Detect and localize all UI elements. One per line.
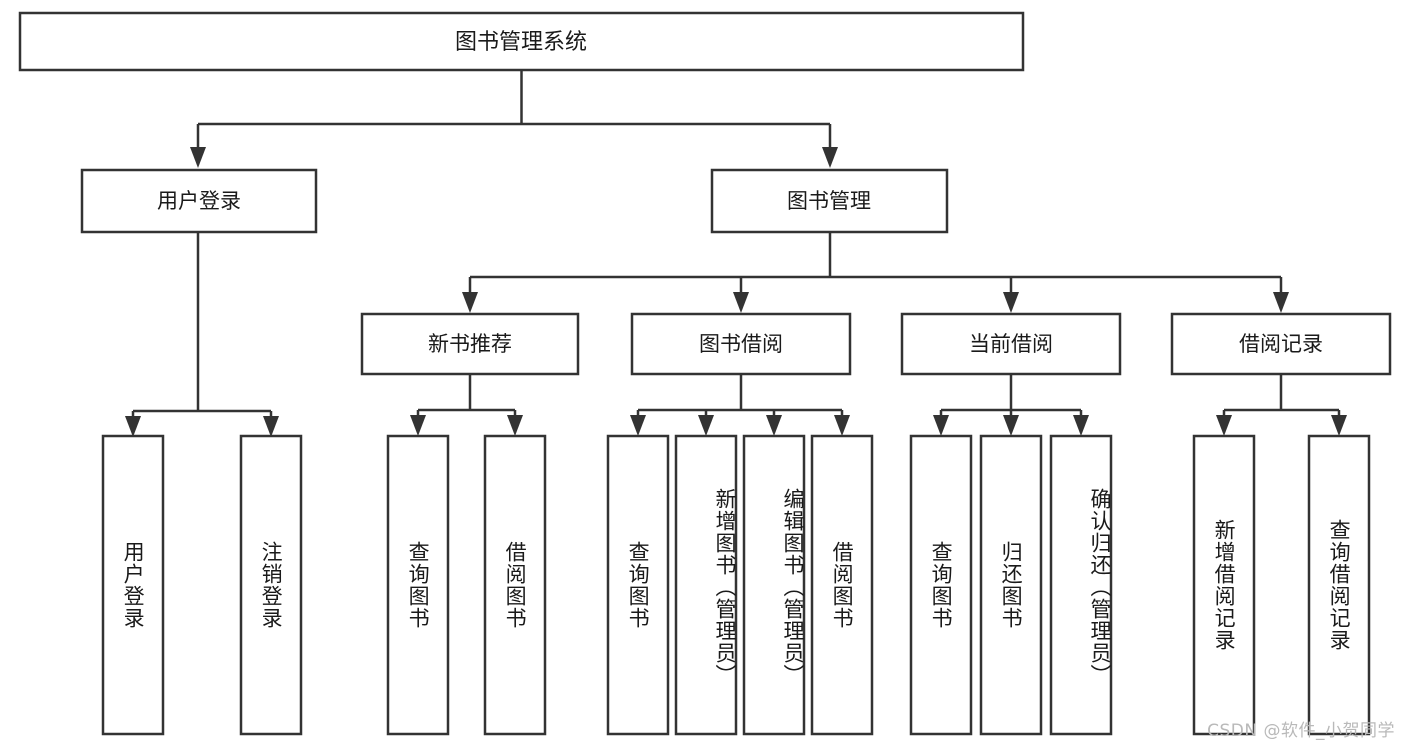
leaf-query-record-box[interactable] (1307, 434, 1371, 736)
leaf-borrow-book-2-box[interactable] (810, 434, 874, 736)
leaf-confirm-return-box[interactable] (1049, 434, 1113, 736)
node-borrow-record-label: 借阅记录 (1239, 332, 1323, 356)
arrowhead-leaf-logout (263, 416, 279, 437)
arrowhead-book-manage (822, 147, 838, 168)
node-book-manage-label: 图书管理 (787, 189, 871, 213)
node-current-borrow[interactable]: 当前借阅 (900, 312, 1122, 376)
node-book-borrow[interactable]: 图书借阅 (630, 312, 852, 376)
leaf-return-book-box[interactable] (979, 434, 1043, 736)
leaf-logout-box[interactable] (239, 434, 303, 736)
node-book-manage[interactable]: 图书管理 (710, 168, 949, 234)
node-book-borrow-box[interactable] (630, 312, 852, 376)
leaf-query-book-3-box[interactable] (909, 434, 973, 736)
arrowhead-user-login (190, 147, 206, 168)
node-new-book-recommend[interactable]: 新书推荐 (360, 312, 580, 376)
connector-group-user-login-children (125, 232, 279, 437)
node-current-borrow-box[interactable] (900, 312, 1122, 376)
csdn-watermark: CSDN @软件_小贺同学 (1207, 721, 1395, 741)
node-user-login-label: 用户登录 (157, 189, 241, 213)
node-book-manage-box[interactable] (710, 168, 949, 234)
connector-group-book-borrow-children (630, 374, 850, 436)
arrowhead-leaf-user-login (125, 416, 141, 437)
node-current-borrow-label: 当前借阅 (969, 332, 1053, 356)
leaf-query-book-2-box[interactable] (606, 434, 670, 736)
arrowhead-borrow-record (1273, 292, 1289, 313)
node-borrow-record-box[interactable] (1170, 312, 1392, 376)
arrowhead-leaf-borrow-book-2 (834, 415, 850, 436)
leaf-borrow-book-1-box[interactable] (483, 434, 547, 736)
connector-group-borrow-record-children (1216, 374, 1347, 436)
node-book-borrow-label: 图书借阅 (699, 332, 783, 356)
leaf-add-book-box[interactable] (674, 434, 738, 736)
leaf-edit-book-box[interactable] (742, 434, 806, 736)
arrowhead-leaf-query-book-3 (933, 415, 949, 436)
node-new-book-recommend-box[interactable] (360, 312, 580, 376)
node-borrow-record[interactable]: 借阅记录 (1170, 312, 1392, 376)
arrowhead-leaf-query-book-1 (410, 415, 426, 436)
arrowhead-leaf-return-book (1003, 415, 1019, 436)
arrowhead-leaf-borrow-book-1 (507, 415, 523, 436)
node-root-label: 图书管理系统 (455, 30, 587, 55)
connector-group-root-to-level2 (190, 70, 838, 168)
leaf-add-record-box[interactable] (1192, 434, 1256, 736)
leaf-user-login-box[interactable] (101, 434, 165, 736)
arrowhead-book-borrow (733, 292, 749, 313)
arrowhead-leaf-add-record (1216, 415, 1232, 436)
arrowhead-current-borrow (1003, 292, 1019, 313)
node-user-login[interactable]: 用户登录 (80, 168, 318, 234)
node-user-login-box[interactable] (80, 168, 318, 234)
leaf-query-book-1-box[interactable] (386, 434, 450, 736)
node-new-book-recommend-label: 新书推荐 (428, 332, 512, 356)
arrowhead-leaf-confirm-return (1073, 415, 1089, 436)
connector-group-current-borrow-children (933, 374, 1089, 436)
connector-group-book-manage-children (462, 232, 1289, 313)
arrowhead-leaf-add-book (698, 415, 714, 436)
connector-group-new-book-recommend-children (410, 374, 523, 436)
arrowhead-leaf-edit-book (766, 415, 782, 436)
arrowhead-leaf-query-book-2 (630, 415, 646, 436)
arrowhead-new-book-recommend (462, 292, 478, 313)
leaf-boxes-group (101, 434, 1371, 736)
node-root[interactable]: 图书管理系统 (18, 11, 1025, 72)
arrowhead-leaf-query-record (1331, 415, 1347, 436)
node-root-box[interactable] (18, 11, 1025, 72)
